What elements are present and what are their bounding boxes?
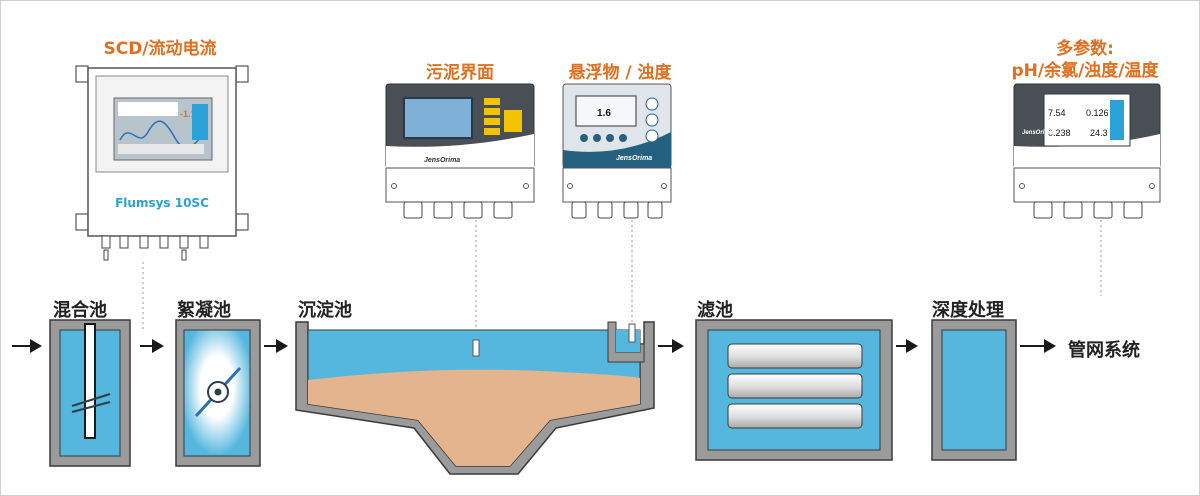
scd-analyzer: -1.19 Flumsys 10SC [75, 65, 249, 261]
sludge-interface-analyzer: JensOrima [385, 83, 535, 219]
turbidity-reading: 1.6 [597, 108, 611, 119]
multi-param-title-line1: 多参数: [1056, 39, 1114, 59]
flow-arrows [12, 339, 1056, 353]
multi-parameter-analyzer: 7.54 0.126 0.238 24.3 JensOrima [1013, 83, 1161, 219]
sludge-screen [403, 97, 473, 139]
sedimentation-tank-label: 沉淀池 [298, 300, 352, 321]
scd-title: SCD/流动电流 [103, 39, 217, 59]
multi-reading-3: 0.238 [1048, 128, 1071, 138]
advanced-treatment-label: 深度处理 [932, 300, 1004, 321]
sensor-cables [142, 220, 1102, 336]
turbidity-analyzer: 1.6 JensOrima [562, 83, 672, 219]
sludge-brand: JensOrima [424, 157, 460, 164]
sludge-sensor-probe [472, 339, 480, 357]
filter-tank-label: 滤池 [697, 300, 733, 321]
turbidity-brand: JensOrima [616, 155, 652, 162]
multi-brand: JensOrima [1022, 130, 1054, 136]
flocculation-tank [175, 319, 261, 467]
turbidity-title: 悬浮物 / 浊度 [568, 63, 672, 83]
sludge-interface-title: 污泥界面 [426, 63, 494, 83]
multi-param-title-line2: pH/余氯/浊度/温度 [1011, 61, 1159, 81]
flocculation-tank-label: 絮凝池 [177, 300, 231, 321]
filter-tank [695, 319, 893, 461]
sedimentation-tank [295, 321, 655, 475]
mixing-tank-label: 混合池 [53, 300, 107, 321]
scd-display-value: -1.19 [180, 109, 201, 119]
multi-reading-1: 7.54 [1048, 108, 1066, 118]
pipe-network-label: 管网系统 [1068, 340, 1140, 361]
mixing-tank [49, 319, 131, 467]
turbidity-screen [575, 95, 637, 127]
multi-reading-2: 0.126 [1086, 108, 1109, 118]
multi-reading-4: 24.3 [1090, 128, 1108, 138]
scd-model-name: Flumsys 10SC [115, 196, 209, 210]
advanced-treatment-tank [931, 319, 1017, 461]
turbidity-sensor-probe [628, 323, 636, 343]
mixer-shaft [84, 323, 96, 439]
